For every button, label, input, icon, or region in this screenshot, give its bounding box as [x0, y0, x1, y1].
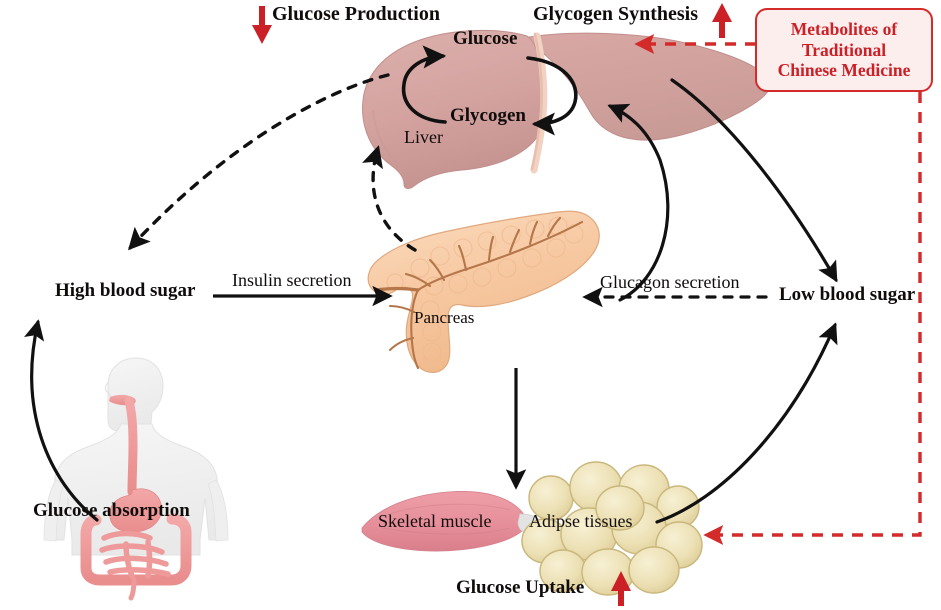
- human-body-figure: [43, 357, 229, 601]
- adipose-tissue-organ: [521, 461, 703, 596]
- label-high-blood-sugar: High blood sugar: [55, 280, 196, 301]
- edge-tissues-to-low-blood-sugar: [655, 322, 838, 524]
- label-insulin-secretion: Insulin secretion: [232, 270, 352, 290]
- label-glucose-absorption: Glucose absorption: [33, 500, 190, 521]
- edge-pancreas-to-liver: [362, 145, 417, 252]
- indicator-glycogen-synthesis-up-icon: [712, 3, 732, 38]
- label-skeletal-muscle: Skeletal muscle: [378, 511, 492, 531]
- label-glycogen: Glycogen: [450, 105, 526, 126]
- edge-liver-to-high-blood-sugar: [127, 73, 390, 251]
- tcm-line-2: Traditional: [801, 39, 887, 60]
- tcm-line-1: Metabolites of: [790, 19, 898, 40]
- label-glucose: Glucose: [453, 28, 518, 49]
- edge-absorption-to-high-blood-sugar: [24, 319, 99, 522]
- edge-tcm-to-adipose: [703, 92, 922, 545]
- tcm-metabolites-box[interactable]: Metabolites of Traditional Chinese Medic…: [755, 8, 933, 92]
- label-low-blood-sugar: Low blood sugar: [779, 284, 916, 305]
- tcm-line-3: Chinese Medicine: [777, 60, 911, 81]
- indicator-glucose-production-down-icon: [252, 6, 272, 44]
- label-glycogen-synthesis: Glycogen Synthesis: [533, 3, 699, 25]
- label-glucose-uptake: Glucose Uptake: [456, 577, 585, 598]
- tcm-box-text: Metabolites of Traditional Chinese Medic…: [778, 19, 911, 80]
- label-liver: Liver: [404, 127, 443, 147]
- label-glucose-production: Glucose Production: [272, 3, 440, 25]
- label-pancreas: Pancreas: [414, 308, 475, 327]
- label-adipose-tissues: Adipse tissues: [529, 511, 633, 531]
- edge-liver-to-low-blood-sugar: [670, 78, 838, 283]
- indicator-glucose-uptake-up-icon: [611, 571, 631, 606]
- liver-organ: [362, 29, 771, 189]
- label-glucagon-secretion: Glucagon secretion: [600, 272, 740, 292]
- edge-low-blood-sugar-to-liver: [607, 103, 670, 302]
- liver-glucose-glycogen-cycle: [401, 45, 578, 136]
- pancreas-organ: [367, 210, 600, 373]
